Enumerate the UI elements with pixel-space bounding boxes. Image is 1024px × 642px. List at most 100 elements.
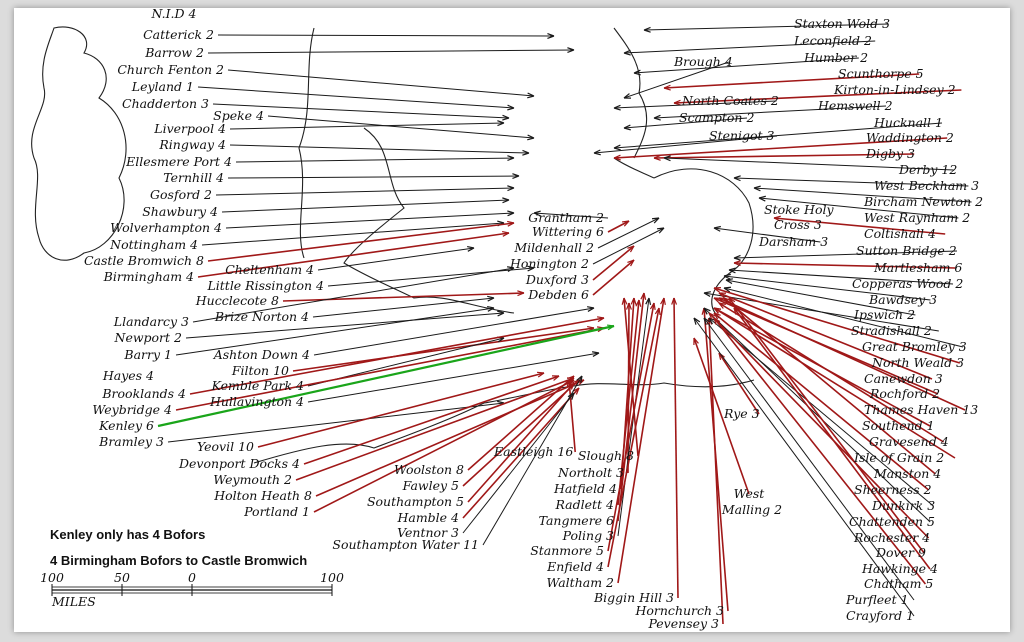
arrowhead-church-fenton-2 [527, 92, 535, 99]
label-southampton-5: Southampton 5 [367, 494, 464, 509]
arrowhead-birmingham-4 [502, 230, 510, 237]
label-sutton-bridge-2: Sutton Bridge 2 [856, 243, 957, 258]
arrow-duxford-3 [592, 245, 635, 281]
arrowhead-grantham-2 [533, 210, 541, 217]
label-dover-9: Dover 9 [875, 545, 926, 560]
label-wolverhampton-4: Wolverhampton 4 [110, 220, 222, 235]
arrowhead-coltishall-4 [773, 215, 781, 222]
arrowhead-north-weald-3 [713, 287, 722, 293]
arrow-waltham-2 [617, 297, 665, 584]
label-filton-10: Filton 10 [231, 363, 289, 378]
arrow-wittering-6 [607, 220, 630, 233]
arrow-scampton-2 [623, 117, 748, 129]
arrowhead-hatfield-4 [630, 297, 637, 305]
arrowhead-catterick-2 [547, 33, 555, 39]
arrowhead-wittering-6 [621, 220, 630, 227]
arrow-pevensey-3 [708, 317, 724, 625]
arrowhead-sheerness-2 [713, 312, 721, 320]
arrowhead-chadderton-3 [502, 114, 510, 121]
label-brough-4: Brough 4 [673, 54, 733, 69]
arrow-wolverhampton-4 [225, 212, 515, 229]
arrowhead-canewdon-3 [718, 292, 727, 299]
scale-unit: MILES [51, 594, 96, 609]
arrow-north-coates-2 [613, 100, 777, 109]
label-liverpool-4: Liverpool 4 [153, 121, 226, 136]
arrow-ipswich-2 [725, 279, 916, 316]
arrow-church-fenton-2 [227, 69, 535, 97]
label-hawkinge-4: Hawkinge 4 [861, 561, 938, 576]
arrow-barrow-2 [207, 49, 575, 54]
label-devonport-docks-4: Devonport Docks 4 [178, 456, 300, 471]
arrow-eastleigh-16 [568, 379, 576, 453]
arrowhead-ternhill-4 [512, 173, 520, 180]
arrowhead-woolston-8 [567, 375, 575, 383]
label-newport-2: Newport 2 [114, 330, 183, 345]
arrow-scunthorpe-5 [663, 73, 920, 89]
arrow-southampton-5 [467, 382, 575, 503]
arrow-isle-of-grain-2 [713, 307, 956, 459]
arrowhead-ringway-4 [522, 149, 530, 156]
label-bawdsey-3: Bawdsey 3 [868, 292, 937, 307]
label-little-rissington-4: Little Rissington 4 [206, 278, 324, 293]
label-waltham-2: Waltham 2 [546, 575, 614, 590]
northeast-coast [613, 27, 648, 159]
arrow-mildenhall-2 [597, 217, 660, 249]
arrow-dunkirk-3 [708, 317, 934, 507]
label-rye-3: Rye 3 [723, 406, 760, 421]
arrow-hemswell-2 [653, 105, 887, 119]
arrow-manston-4 [723, 297, 936, 475]
arrow-ternhill-4 [227, 175, 520, 179]
arrowhead-west-beckham-3 [733, 175, 741, 182]
scale-tick-label: 100 [320, 570, 344, 585]
label-ternhill-4: Ternhill 4 [163, 170, 224, 185]
arrowhead-newport-2 [497, 310, 505, 317]
arrowhead-darsham-3 [713, 225, 721, 232]
arrowhead-kenley-6 [606, 324, 615, 331]
arrow-hamble-4 [462, 387, 580, 519]
label-brooklands-4: Brooklands 4 [101, 386, 186, 401]
label-bircham-newton-2: Bircham Newton 2 [863, 194, 983, 209]
arrowhead-leyland-1 [507, 104, 515, 111]
arrowhead-bircham-newton-2 [753, 185, 761, 192]
arrow-gosford-2 [215, 187, 515, 196]
wash-coast [613, 157, 655, 179]
arrow-kenley-6 [157, 324, 615, 428]
arrowhead-waddington-2 [613, 154, 621, 161]
arrow-honington-2 [592, 227, 665, 265]
arrow-canewdon-3 [718, 292, 933, 380]
label-ventnor-3: Ventnor 3 [397, 525, 459, 540]
label-nid: N.I.D 4 [151, 8, 197, 21]
arrow-west [693, 337, 750, 495]
arrow-little-rissington-4 [327, 267, 535, 287]
arrowhead-poling-3 [645, 297, 652, 305]
arrow-rye-3 [718, 352, 760, 415]
arrow-north-weald-3 [713, 287, 961, 364]
arrowhead-little-rissington-4 [527, 265, 535, 272]
arrow-ringway-4 [229, 144, 530, 154]
label-thames-haven-13: Thames Haven 13 [864, 402, 978, 417]
arrow-biggin-hill-3 [673, 297, 679, 599]
arrow-southampton-water-11 [482, 375, 583, 546]
arrow-dover-9 [728, 297, 925, 554]
label-leconfield-2: Leconfield 2 [793, 33, 872, 48]
arrowhead-enfield-4 [654, 307, 661, 316]
arrow-nottingham-4 [201, 222, 505, 246]
label-ellesmere-port-4: Ellesmere Port 4 [125, 154, 232, 169]
label-ipswich-2: Ipswich 2 [853, 307, 915, 322]
label-weybridge-4: Weybridge 4 [92, 402, 172, 417]
arrow-speke-4 [267, 115, 535, 139]
arrow-thames-haven-13 [718, 297, 966, 411]
label-northolt-3: Northolt 3 [557, 465, 624, 480]
label-hullavington-4: Hullavington 4 [209, 394, 304, 409]
arrowhead-barry-1 [487, 305, 495, 312]
arrow-west-beckham-3 [733, 177, 969, 187]
label-hemswell-2: Hemswell 2 [817, 98, 893, 113]
arrow-hullavington-4 [307, 352, 600, 403]
arrow-hawkinge-4 [733, 307, 931, 570]
label-honington-2: Honington 2 [509, 256, 589, 271]
arrow-sheerness-2 [713, 312, 930, 491]
label-ashton-down-4: Ashton Down 4 [213, 347, 310, 362]
arrowhead-tangmere-6 [640, 292, 647, 300]
label-castle-bromwich-8: Castle Bromwich 8 [84, 253, 204, 268]
